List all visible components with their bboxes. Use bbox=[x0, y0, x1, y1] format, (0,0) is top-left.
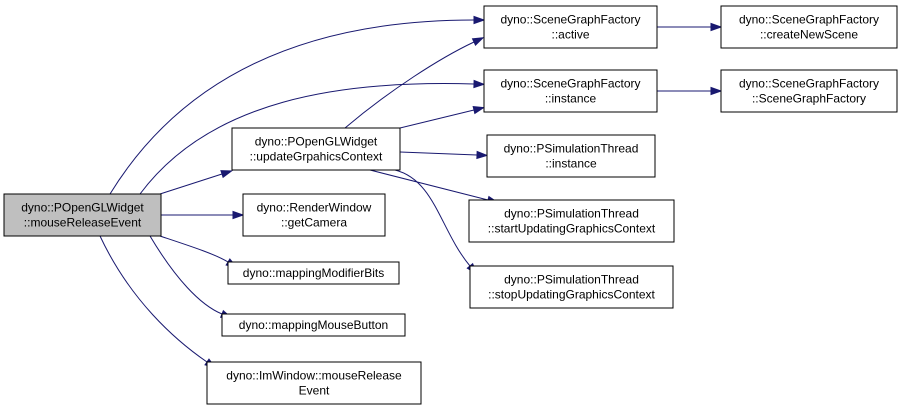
edge-line bbox=[109, 19, 475, 195]
node-imwin[interactable]: dyno::ImWindow::mouseReleaseEvent bbox=[206, 361, 422, 405]
node-ctor[interactable]: dyno::SceneGraphFactory::SceneGraphFacto… bbox=[720, 69, 898, 113]
node-label-line: ::stopUpdatingGraphicsContext bbox=[488, 288, 655, 302]
node-box bbox=[242, 193, 386, 237]
nodes-layer: dyno::POpenGLWidget::mouseReleaseEventdy… bbox=[3, 5, 898, 405]
node-root[interactable]: dyno::POpenGLWidget::mouseReleaseEvent bbox=[3, 193, 162, 237]
arrowhead-icon bbox=[232, 210, 245, 220]
edge-line bbox=[159, 235, 229, 263]
edge-line bbox=[99, 235, 208, 363]
node-label-line: dyno::SceneGraphFactory bbox=[739, 77, 879, 91]
node-box bbox=[227, 261, 400, 285]
node-label-line: dyno::mappingMouseButton bbox=[239, 318, 388, 332]
edge-update-to-stop bbox=[394, 169, 478, 275]
arrowhead-icon bbox=[710, 86, 723, 96]
node-box bbox=[3, 193, 162, 237]
arrowhead-icon bbox=[476, 150, 489, 160]
node-box bbox=[483, 69, 658, 113]
arrowhead-icon bbox=[710, 22, 723, 32]
node-label-line: dyno::ImWindow::mouseRelease bbox=[226, 369, 402, 383]
node-label-line: ::updateGrpahicsContext bbox=[250, 150, 383, 164]
edge-sgfinst-to-ctor bbox=[657, 86, 723, 96]
edge-root-to-mbutton bbox=[149, 235, 233, 319]
node-label-line: dyno::SceneGraphFactory bbox=[500, 77, 640, 91]
edge-line bbox=[344, 41, 475, 129]
edge-root-to-active bbox=[109, 15, 486, 195]
node-label-line: dyno::SceneGraphFactory bbox=[500, 13, 640, 27]
node-label-line: ::mouseReleaseEvent bbox=[24, 216, 142, 230]
node-box bbox=[469, 265, 674, 309]
node-label-line: ::SceneGraphFactory bbox=[752, 92, 866, 106]
node-active[interactable]: dyno::SceneGraphFactory::active bbox=[483, 5, 658, 49]
edge-update-to-active bbox=[344, 37, 485, 129]
node-start[interactable]: dyno::PSimulationThread::startUpdatingGr… bbox=[468, 199, 675, 243]
node-label-line: dyno::PSimulationThread bbox=[504, 207, 639, 221]
node-box bbox=[231, 127, 401, 171]
node-label-line: ::getCamera bbox=[281, 216, 347, 230]
node-box bbox=[486, 134, 656, 178]
edge-update-to-psinst bbox=[399, 150, 489, 160]
node-update[interactable]: dyno::POpenGLWidget::updateGrpahicsConte… bbox=[231, 127, 401, 171]
node-label-line: ::createNewScene bbox=[760, 28, 858, 42]
edge-active-to-newscene bbox=[657, 22, 723, 32]
node-stop[interactable]: dyno::PSimulationThread::stopUpdatingGra… bbox=[469, 265, 674, 309]
node-psinst[interactable]: dyno::PSimulationThread::instance bbox=[486, 134, 656, 178]
edge-root-to-sgfinst bbox=[139, 79, 486, 195]
arrowhead-icon bbox=[471, 37, 485, 47]
edge-line bbox=[399, 151, 478, 156]
edge-root-to-modbits bbox=[159, 235, 238, 269]
node-box bbox=[720, 69, 898, 113]
node-sgfinst[interactable]: dyno::SceneGraphFactory::instance bbox=[483, 69, 658, 113]
node-box bbox=[206, 361, 422, 405]
node-label-line: ::startUpdatingGraphicsContext bbox=[488, 222, 656, 236]
node-label-line: dyno::PSimulationThread bbox=[504, 273, 639, 287]
node-mbutton[interactable]: dyno::mappingMouseButton bbox=[221, 313, 406, 337]
node-modbits[interactable]: dyno::mappingModifierBits bbox=[227, 261, 400, 285]
edge-update-to-start bbox=[369, 169, 500, 204]
edge-update-to-sgfinst bbox=[399, 106, 486, 129]
edge-line bbox=[394, 169, 471, 267]
arrowhead-icon bbox=[220, 170, 233, 179]
node-newscene[interactable]: dyno::SceneGraphFactory::createNewScene bbox=[720, 5, 898, 49]
node-label-line: dyno::POpenGLWidget bbox=[255, 135, 378, 149]
node-box bbox=[720, 5, 898, 49]
arrowhead-icon bbox=[472, 106, 486, 115]
node-label-line: dyno::RenderWindow bbox=[257, 201, 372, 215]
edge-root-to-getcam bbox=[160, 210, 245, 220]
node-label-line: dyno::POpenGLWidget bbox=[21, 201, 144, 215]
node-box bbox=[221, 313, 406, 337]
edge-line bbox=[149, 235, 223, 315]
node-label-line: ::instance bbox=[545, 157, 597, 171]
node-box bbox=[468, 199, 675, 243]
arrowhead-icon bbox=[473, 15, 486, 25]
edge-line bbox=[159, 173, 223, 195]
node-label-line: ::active bbox=[551, 28, 589, 42]
edge-line bbox=[369, 169, 489, 201]
node-label-line: ::instance bbox=[545, 92, 597, 106]
edge-root-to-update bbox=[159, 170, 233, 195]
node-label-line: Event bbox=[299, 384, 330, 398]
edge-root-to-imwin bbox=[99, 235, 217, 369]
node-label-line: dyno::SceneGraphFactory bbox=[739, 13, 879, 27]
node-getcam[interactable]: dyno::RenderWindow::getCamera bbox=[242, 193, 386, 237]
edge-line bbox=[139, 83, 475, 195]
node-box bbox=[483, 5, 658, 49]
arrowhead-icon bbox=[473, 79, 486, 89]
node-label-line: dyno::mappingModifierBits bbox=[243, 266, 384, 280]
edge-line bbox=[399, 109, 475, 129]
node-label-line: dyno::PSimulationThread bbox=[504, 142, 639, 156]
edges-layer bbox=[99, 15, 723, 369]
